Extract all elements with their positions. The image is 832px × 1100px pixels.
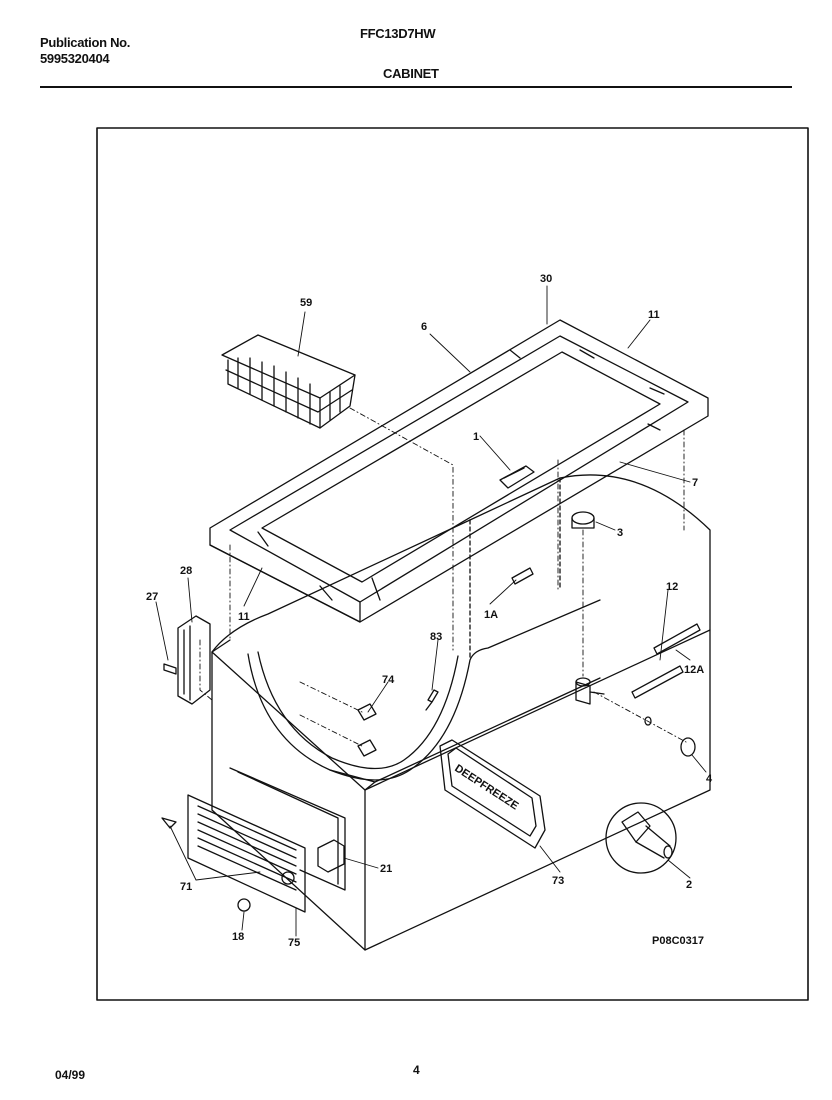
- callout-4: 4: [706, 773, 713, 785]
- drain-fitting-inset: [605, 802, 677, 874]
- callout-11-top: 11: [648, 309, 660, 321]
- callout-27: 27: [146, 591, 158, 603]
- callout-74: 74: [382, 674, 395, 686]
- callout-6: 6: [421, 321, 427, 333]
- callout-71: 71: [180, 881, 192, 893]
- callout-83: 83: [430, 631, 442, 643]
- drain-parts: [571, 511, 696, 757]
- screw-83: [425, 689, 439, 711]
- callout-3: 3: [617, 527, 623, 539]
- label-strip-12a: [653, 623, 701, 655]
- callout-11-left: 11: [238, 611, 250, 623]
- section-title: CABINET: [383, 66, 439, 81]
- callout-18: 18: [232, 931, 244, 943]
- callout-30: 30: [540, 273, 552, 285]
- nameplate-text: DEEPFREEZE: [452, 762, 520, 812]
- bracket-74-lower: [357, 739, 377, 757]
- publication-label: Publication No.: [40, 35, 131, 50]
- callout-2: 2: [686, 879, 692, 891]
- freezer-lid: [209, 319, 709, 623]
- kickplate-grille: [161, 794, 306, 913]
- diagram-frame: [96, 127, 809, 1001]
- cabinet-body: [211, 474, 711, 951]
- callout-12a: 12A: [684, 664, 704, 676]
- bracket-74-upper: [357, 703, 377, 721]
- footer-date: 04/99: [55, 1068, 86, 1082]
- header-rule: [40, 86, 792, 88]
- nameplate: [439, 739, 546, 849]
- label-strip-12: [631, 665, 684, 699]
- callout-28: 28: [180, 565, 192, 577]
- callout-7: 7: [692, 477, 698, 489]
- relay-21: [317, 839, 345, 873]
- page-number: 4: [413, 1063, 420, 1077]
- hinge-assembly: [163, 615, 211, 705]
- clip-1a: [511, 567, 534, 585]
- callout-21: 21: [380, 863, 392, 875]
- publication-number: 5995320404: [40, 51, 110, 66]
- callout-73: 73: [552, 875, 564, 887]
- drawing-code: P08C0317: [652, 935, 704, 947]
- callout-12: 12: [666, 581, 678, 593]
- callout-1: 1: [473, 431, 479, 443]
- wire-basket: [221, 334, 356, 429]
- callout-1a: 1A: [484, 609, 498, 621]
- grommet-18: [237, 898, 251, 912]
- callout-labels: 59 6 30 11 1 7 3 28 27 11 1A 12 12A 83 7…: [146, 273, 713, 949]
- callout-59: 59: [300, 297, 312, 309]
- model-number: FFC13D7HW: [360, 26, 436, 41]
- callout-75: 75: [288, 937, 300, 949]
